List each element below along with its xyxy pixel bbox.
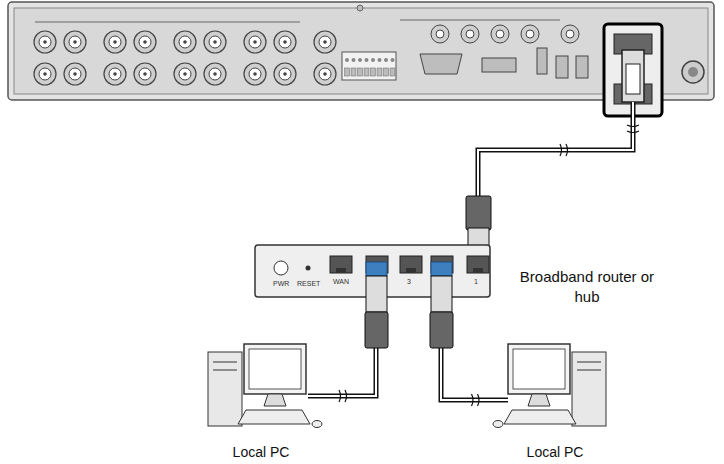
drive-bay (577, 362, 601, 363)
keyboard (504, 410, 576, 424)
pc-caption: Local PC (200, 444, 322, 460)
drive-bay (213, 362, 237, 363)
drive-bay (213, 370, 237, 371)
pc-tower (572, 352, 606, 426)
port-label: WAN (333, 278, 349, 285)
screw (357, 5, 363, 11)
plug-latch (626, 64, 640, 94)
group-bracket (400, 20, 560, 21)
screen (513, 349, 565, 389)
lan-cable (478, 102, 633, 200)
screen (249, 349, 301, 389)
power-button (274, 261, 288, 275)
port-label: PWR (273, 280, 289, 287)
mouse (493, 421, 503, 428)
mouse (312, 421, 322, 428)
plug-body (431, 276, 452, 312)
device-caption: Broadband router or hub (517, 267, 657, 307)
power-pin (688, 67, 698, 77)
drive-bay (577, 370, 601, 371)
keyboard (238, 410, 310, 424)
terminal-screws (345, 58, 396, 76)
pc-node: Local PC (200, 338, 322, 462)
hdmi-port (482, 58, 516, 72)
usb-port (576, 56, 588, 78)
monitor (508, 344, 570, 394)
usb-port (556, 56, 568, 78)
port-label: 3 (407, 278, 411, 285)
monitor-stand (528, 394, 550, 406)
port-label: 1 (474, 278, 478, 285)
break-mark (627, 125, 639, 133)
monitor-stand (264, 394, 286, 406)
plug-tip (366, 262, 387, 276)
vga-port (420, 54, 462, 74)
group-bracket (35, 22, 300, 23)
plug-boot (430, 312, 453, 348)
plug-boot (365, 312, 388, 348)
break-mark (560, 144, 568, 156)
esata-port (537, 48, 547, 74)
monitor (244, 344, 306, 394)
router-node: Broadband router or hub (255, 245, 490, 297)
pc-tower (208, 352, 242, 426)
bnc-connectors (34, 25, 579, 85)
terminal-block (342, 52, 396, 80)
plug-body (366, 276, 387, 312)
pc-caption: Local PC (494, 444, 616, 460)
lan-cable-core (478, 102, 633, 200)
router-ports (330, 256, 489, 273)
plug-tip (431, 262, 452, 276)
reset-hole (306, 266, 311, 271)
power-socket (682, 61, 704, 83)
rj45-plug (622, 50, 644, 102)
plug-boot (466, 196, 491, 230)
port-label: RESET (297, 280, 320, 287)
pc-node: Local PC (494, 338, 616, 462)
